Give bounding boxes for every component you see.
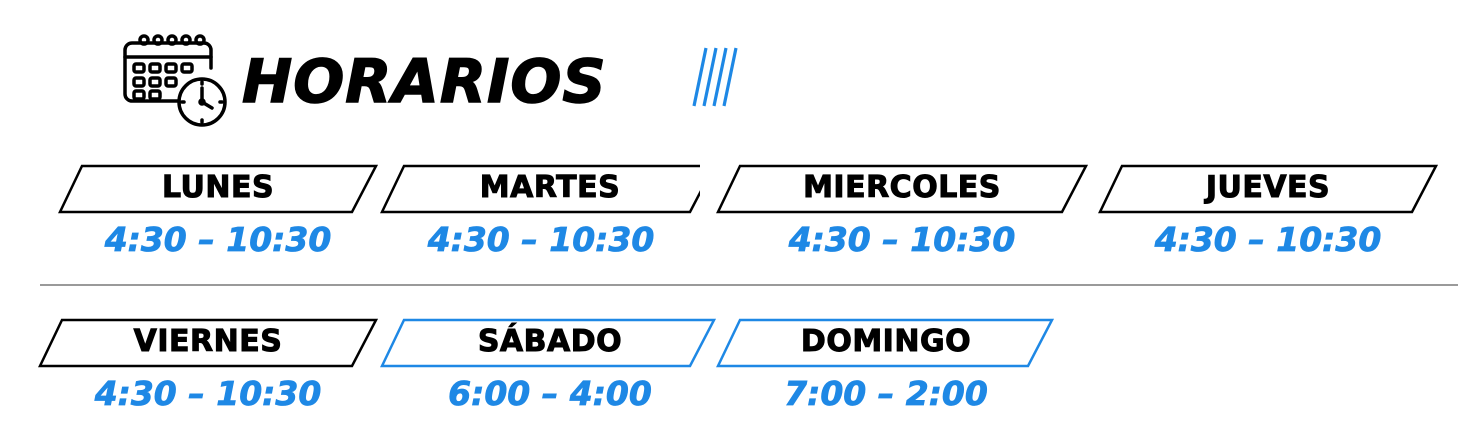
schedule-day: SÁBADO 6:00 – 4:00 (380, 318, 717, 438)
schedule-day: DOMINGO 7:00 – 2:00 (716, 318, 1055, 438)
day-tab: SÁBADO (380, 318, 720, 370)
calendar-clock-icon (123, 34, 227, 127)
day-hours: 7:00 – 2:00 (784, 374, 988, 414)
day-tab: DOMINGO (716, 318, 1056, 370)
day-tab-frame (380, 164, 700, 214)
day-hours: 4:30 – 10:30 (427, 220, 655, 260)
day-hours: 4:30 – 10:30 (94, 374, 322, 414)
day-tab-frame (58, 164, 378, 214)
day-label: MIERCOLES (803, 170, 1001, 206)
day-hours: 4:30 – 10:30 (788, 220, 1016, 260)
schedule-day: VIERNES 4:30 – 10:30 (38, 318, 378, 438)
schedule-day: LUNES 4:30 – 10:30 (58, 164, 378, 284)
day-tab-frame (38, 318, 378, 368)
decorative-slashes-icon (692, 47, 738, 107)
day-tab: MIERCOLES (716, 164, 1088, 216)
day-tab-frame (380, 318, 717, 368)
day-tab: JUEVES (1098, 164, 1438, 216)
day-hours: 4:30 – 10:30 (1154, 220, 1382, 260)
day-tab: VIERNES (38, 318, 378, 370)
day-tab-frame (716, 164, 1088, 214)
day-tab: MARTES (380, 164, 700, 216)
day-tab-frame (1098, 164, 1438, 214)
day-label: MARTES (479, 170, 621, 206)
day-label: DOMINGO (800, 324, 972, 360)
day-label: VIERNES (133, 324, 283, 360)
day-tab-frame (716, 318, 1055, 368)
day-tab: LUNES (58, 164, 378, 216)
day-label: LUNES (161, 170, 275, 206)
day-hours: 6:00 – 4:00 (448, 374, 652, 414)
day-label: SÁBADO (477, 324, 623, 360)
schedule-day: MIERCOLES 4:30 – 10:30 (716, 164, 1088, 284)
day-label: JUEVES (1205, 170, 1331, 206)
schedule-day: JUEVES 4:30 – 10:30 (1098, 164, 1438, 284)
page-title: HORARIOS (241, 47, 607, 117)
schedule-day: MARTES 4:30 – 10:30 (380, 164, 700, 284)
day-hours: 4:30 – 10:30 (104, 220, 332, 260)
divider (40, 284, 1458, 286)
